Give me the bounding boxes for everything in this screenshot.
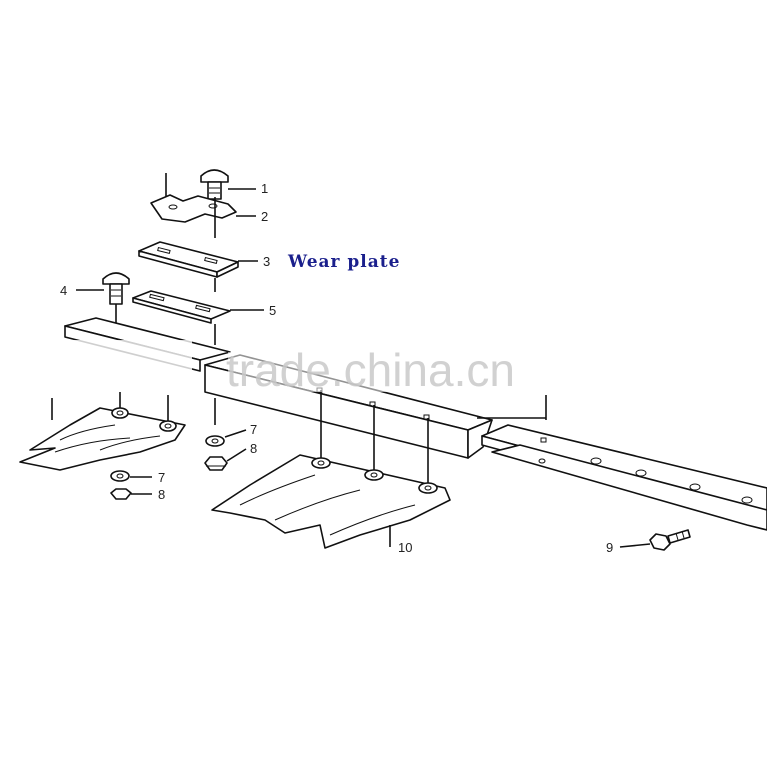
callout-leaders xyxy=(76,188,651,548)
callout-4: 4 xyxy=(60,283,67,298)
callout-7-center: 7 xyxy=(250,422,257,437)
part-1-carriage-bolt xyxy=(200,169,229,200)
callout-10: 10 xyxy=(398,540,412,555)
part-4-carriage-bolt xyxy=(102,272,130,338)
callout-9: 9 xyxy=(606,540,613,555)
callout-8-center: 8 xyxy=(250,441,257,456)
part-5-spacer-plate xyxy=(132,290,231,324)
part-3-wear-plate xyxy=(138,241,239,278)
callout-3: 3 xyxy=(263,254,270,269)
callout-8-left: 8 xyxy=(158,487,165,502)
watermark-text: trade.china.cn xyxy=(226,344,515,396)
callout-7-left: 7 xyxy=(158,470,165,485)
left-knife-guard xyxy=(19,392,186,471)
callout-2: 2 xyxy=(261,209,268,224)
center-knife-guard xyxy=(211,390,451,549)
left-washer-nut xyxy=(110,470,132,500)
right-sickle-bar xyxy=(477,395,767,531)
callout-5: 5 xyxy=(269,303,276,318)
watermark-blur-left xyxy=(52,340,192,370)
watermark: trade.china.cn xyxy=(226,344,550,396)
center-washer-nut xyxy=(204,435,228,471)
wear-plate-title: Wear plate xyxy=(287,252,400,272)
callout-1: 1 xyxy=(261,181,268,196)
part-9-hex-bolt xyxy=(649,529,691,551)
